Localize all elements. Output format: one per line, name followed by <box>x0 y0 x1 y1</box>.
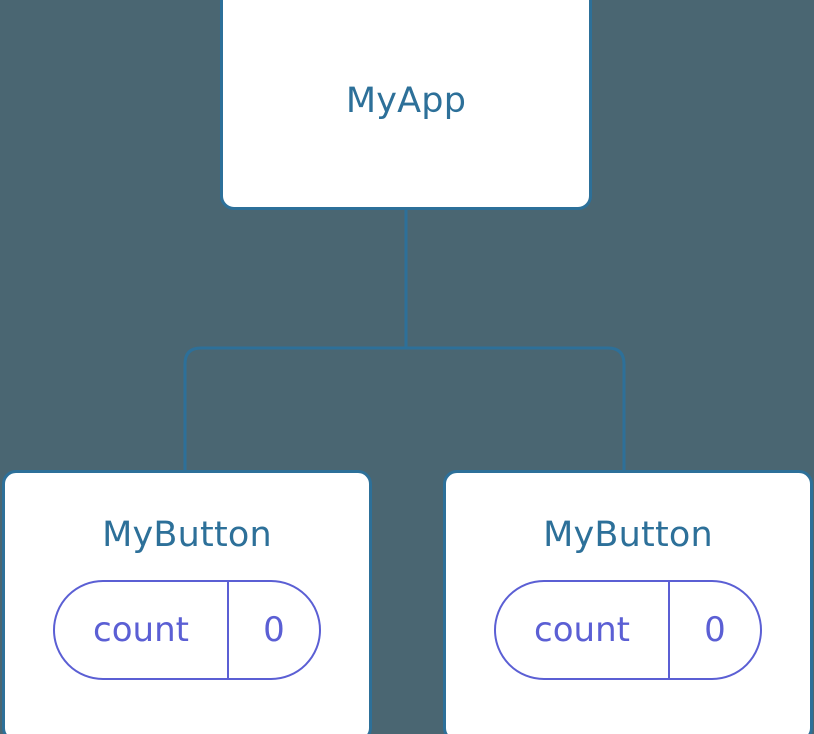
edge-root-to-child-right <box>406 346 626 474</box>
edge-root-to-child-left <box>183 346 406 474</box>
node-title: MyButton <box>543 515 713 555</box>
node-title: MyButton <box>102 515 272 555</box>
state-pill[interactable]: count 0 <box>53 579 321 680</box>
state-value: 0 <box>704 609 726 650</box>
state-key: count <box>55 581 229 678</box>
state-value: 0 <box>263 609 285 650</box>
node-mybutton-left[interactable]: MyButton count 0 <box>2 470 372 734</box>
node-myapp[interactable]: MyApp <box>220 0 592 210</box>
state-key: count <box>496 581 670 678</box>
node-mybutton-right[interactable]: MyButton count 0 <box>443 470 813 734</box>
node-title: MyApp <box>345 80 467 121</box>
state-pill[interactable]: count 0 <box>494 579 762 680</box>
